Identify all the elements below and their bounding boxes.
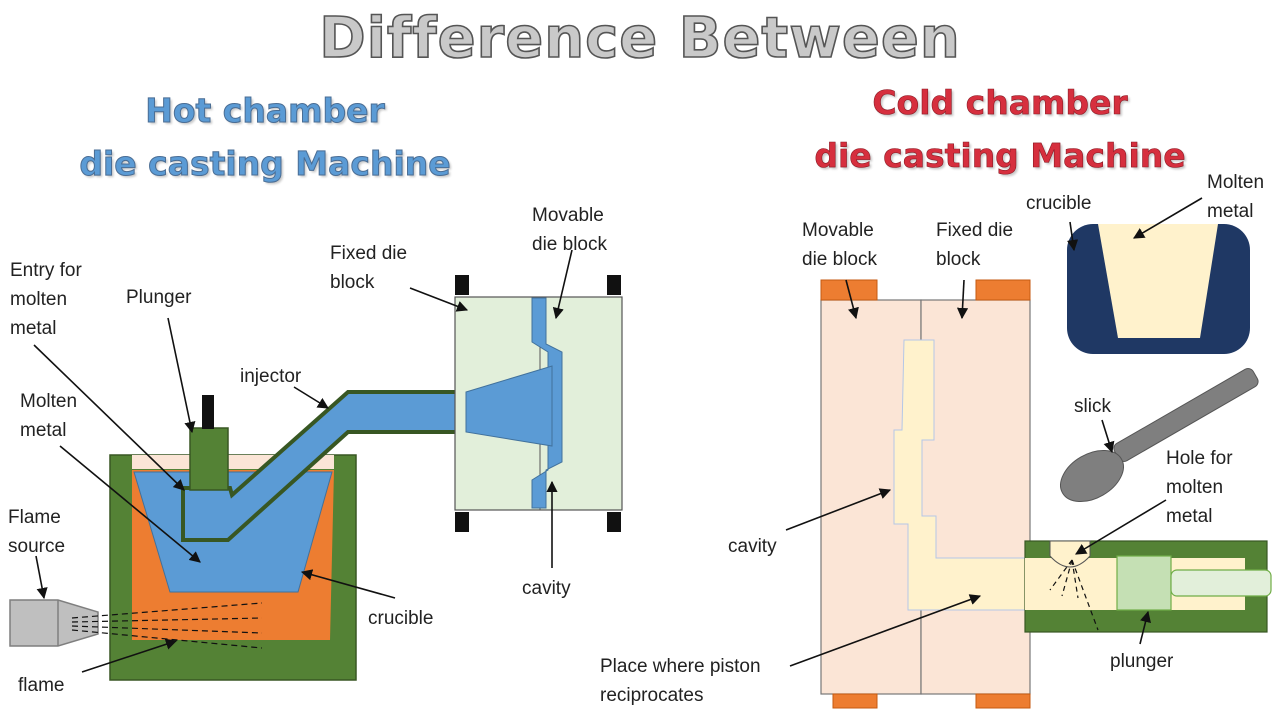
hot-label-entry: Entry for molten metal [10, 260, 82, 339]
cold-label-movable-die-block: Movable die block [802, 220, 877, 270]
cold-label-molten-metal: Molten metal [1207, 172, 1265, 222]
hot-chamber-heading: Hot chamber die casting Machine [79, 91, 451, 184]
page-title: Difference Between [318, 5, 961, 72]
hot-label-crucible: crucible [368, 608, 434, 629]
cold-molten-metal [1098, 224, 1218, 338]
hot-label-flame-source: Flame source [8, 507, 66, 557]
hot-die-cavity [531, 297, 563, 509]
hot-label-movable-die-block: Movable die block [532, 205, 607, 255]
hot-label-injector: injector [240, 366, 302, 387]
hot-chamber-machine [9, 275, 623, 681]
cold-plunger [1116, 555, 1172, 611]
hot-label-molten-metal: Molten metal [20, 391, 78, 441]
cold-label-hole: Hole for molten metal [1166, 448, 1233, 527]
cold-fixed-die-block [920, 299, 1031, 695]
hot-flame-source [9, 599, 99, 647]
cold-label-piston: Place where piston reciprocates [600, 656, 761, 706]
cold-label-crucible: crucible [1026, 193, 1092, 214]
hot-label-cavity: cavity [522, 578, 571, 599]
cold-label-slick: slick [1074, 396, 1111, 417]
hot-label-fixed-die-block: Fixed die block [330, 243, 408, 293]
cold-chamber-heading: Cold chamber die casting Machine [814, 83, 1186, 176]
hot-arrows [33, 249, 573, 673]
hot-label-flame: flame [18, 675, 65, 696]
hot-plunger [189, 427, 229, 491]
hot-label-plunger: Plunger [126, 287, 192, 308]
cold-label-cavity: cavity [728, 536, 777, 557]
cold-label-fixed-die-block: Fixed die block [936, 220, 1014, 270]
cold-arrows [785, 197, 1203, 667]
cold-label-plunger: plunger [1110, 651, 1174, 672]
